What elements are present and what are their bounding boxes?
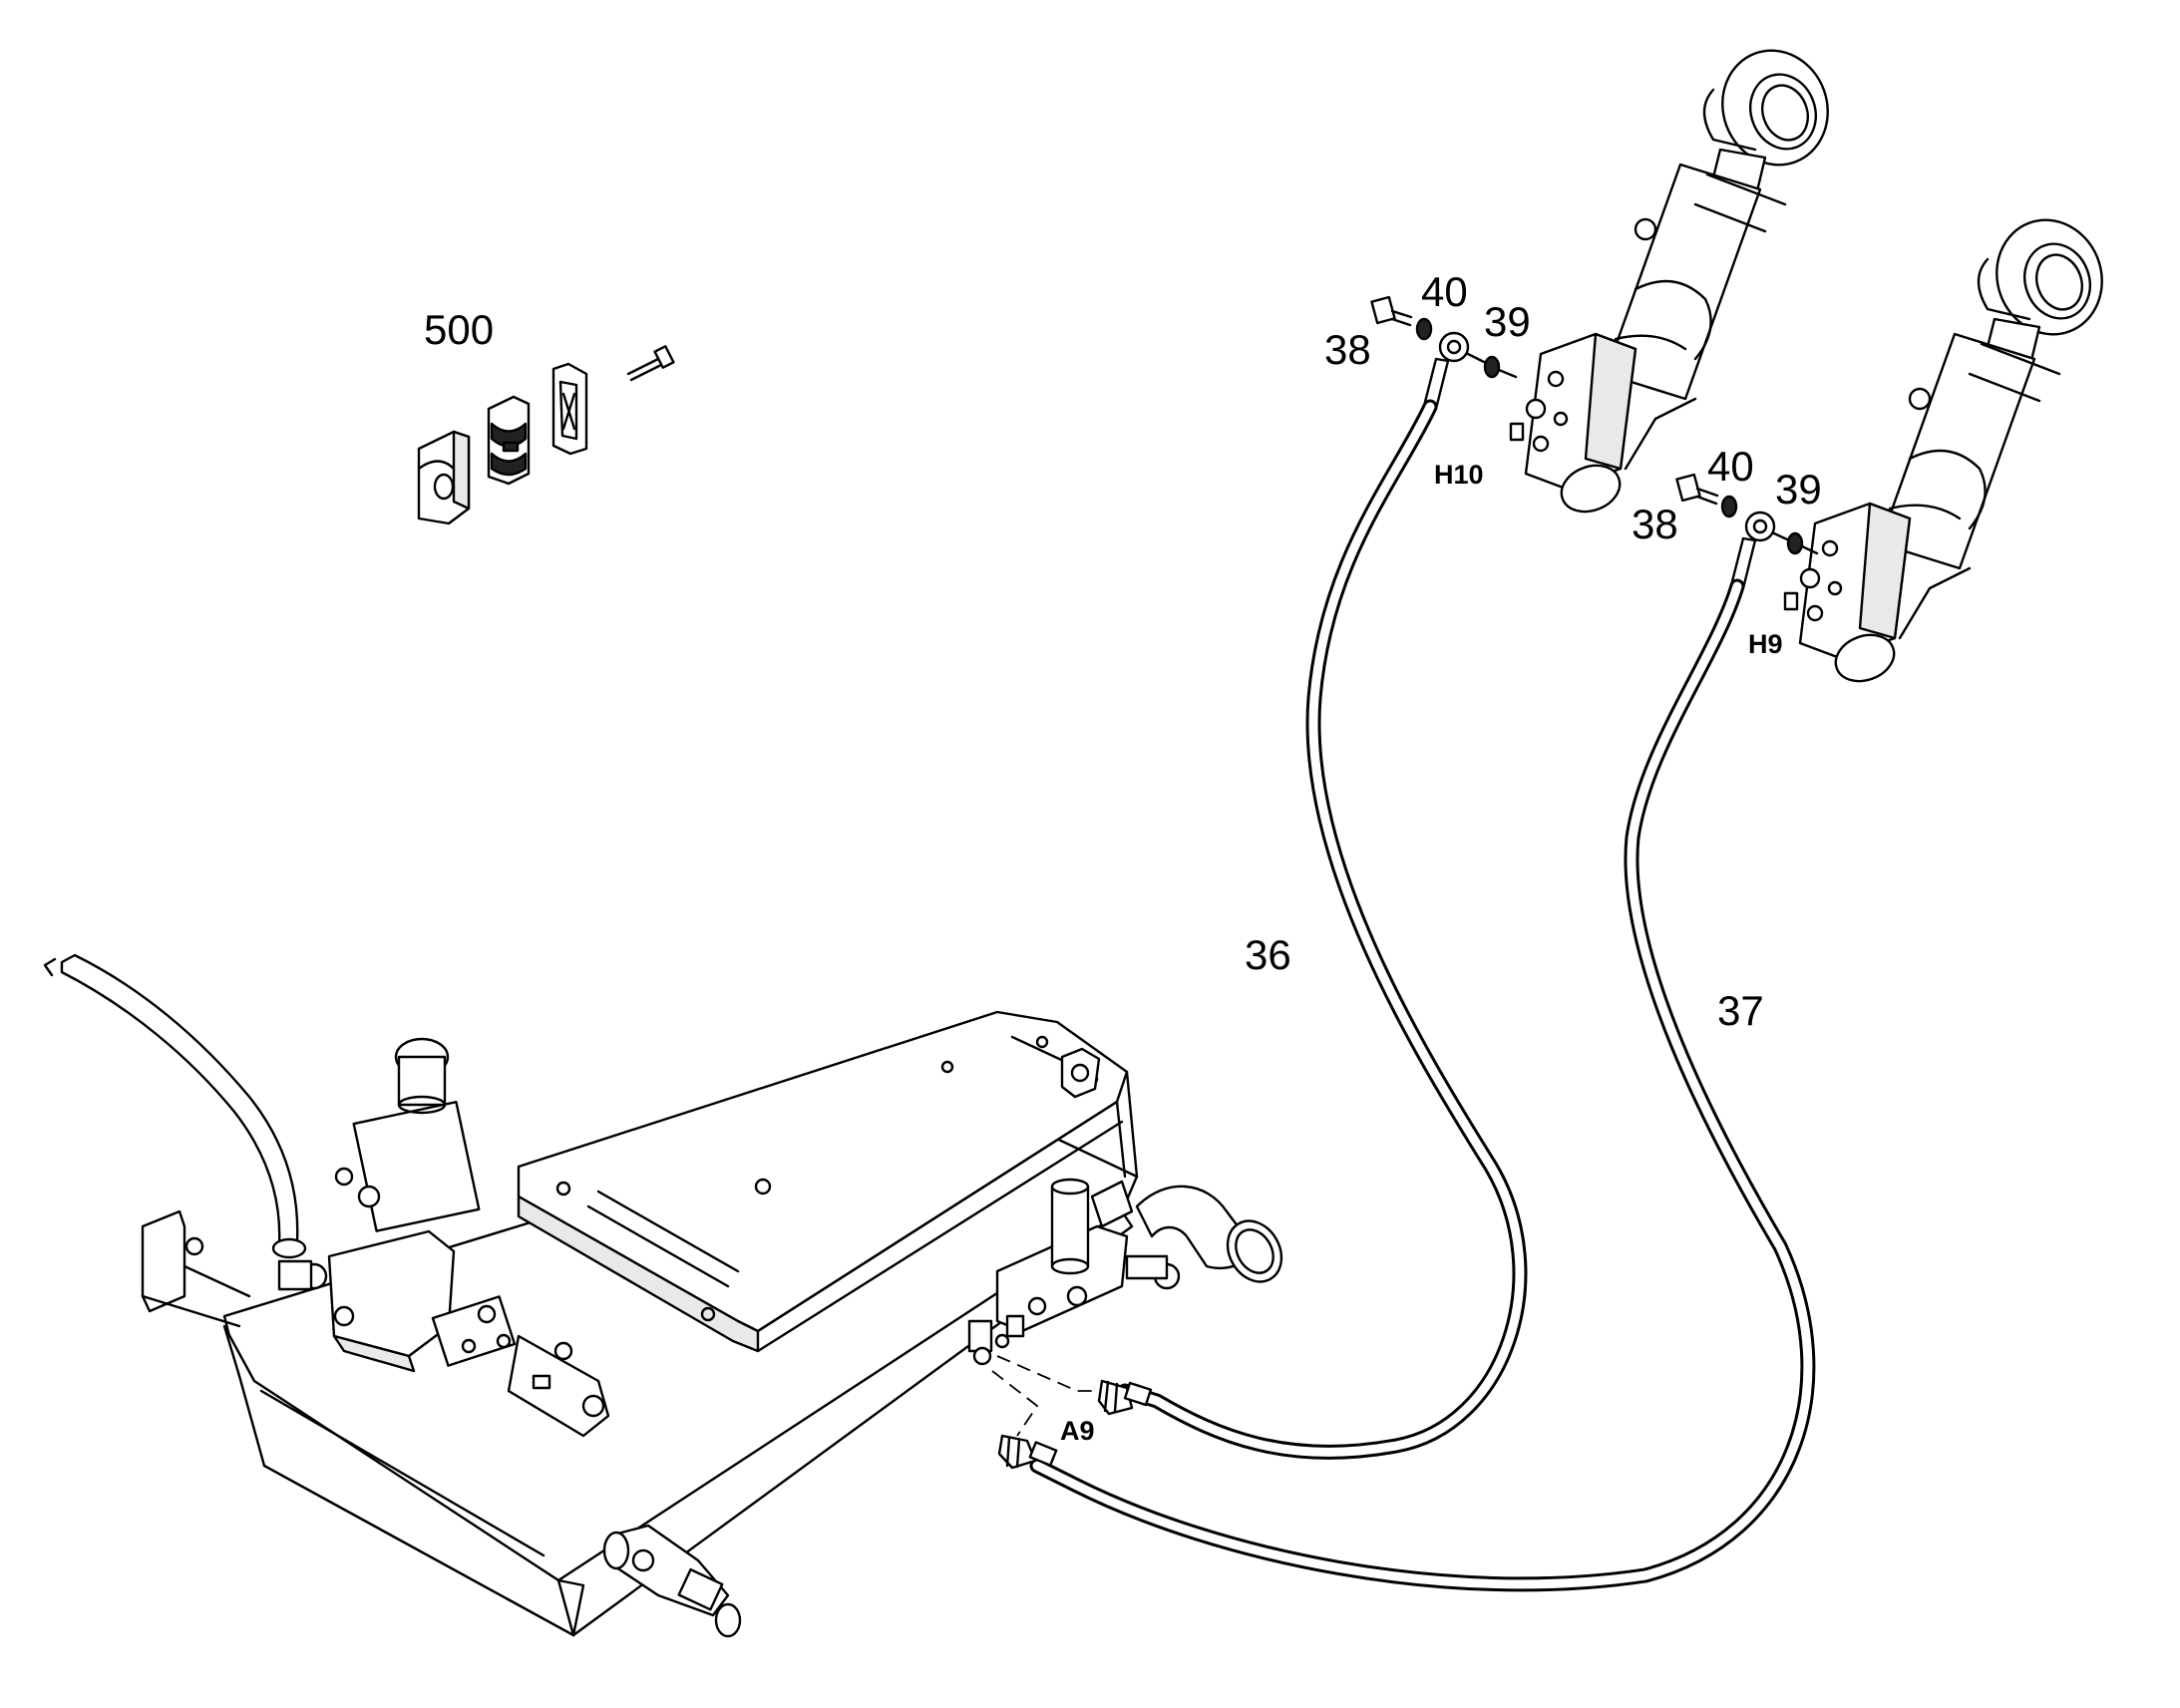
hose-36 bbox=[1117, 399, 1528, 1460]
tank-base-assembly bbox=[43, 953, 1283, 1638]
callout-500: 500 bbox=[424, 306, 495, 353]
callout-38-h9: 38 bbox=[1632, 501, 1678, 547]
port-label-h10: H10 bbox=[1434, 460, 1484, 490]
port-label-h9: H9 bbox=[1748, 629, 1783, 659]
hose-end-fitting-36 bbox=[1097, 1379, 1153, 1416]
clamp-insert bbox=[487, 395, 531, 486]
clamp-block bbox=[417, 430, 471, 525]
hose-end-fitting-37 bbox=[997, 1434, 1058, 1470]
callout-39-h10: 39 bbox=[1484, 298, 1531, 345]
hydraulic-cylinder-h10 bbox=[1509, 49, 1829, 513]
callout-38-h10: 38 bbox=[1324, 326, 1371, 373]
port-label-a9: A9 bbox=[1060, 1416, 1095, 1446]
clamp-cover-plate bbox=[551, 362, 588, 456]
callout-39-h9: 39 bbox=[1775, 466, 1822, 512]
banjo-fitting-h10 bbox=[1370, 295, 1518, 411]
clamp-bolt bbox=[626, 345, 675, 382]
banjo-fitting-h9 bbox=[1675, 473, 1819, 590]
callout-37: 37 bbox=[1717, 987, 1764, 1034]
hydraulic-cylinder-h9 bbox=[1783, 218, 2103, 683]
callout-40-h10: 40 bbox=[1421, 268, 1468, 315]
a9-connection-lines bbox=[991, 1355, 1097, 1437]
callout-36: 36 bbox=[1245, 931, 1291, 978]
hose-37 bbox=[1029, 578, 1816, 1592]
callout-40-h9: 40 bbox=[1707, 443, 1754, 490]
clamp-kit-500 bbox=[417, 345, 675, 525]
